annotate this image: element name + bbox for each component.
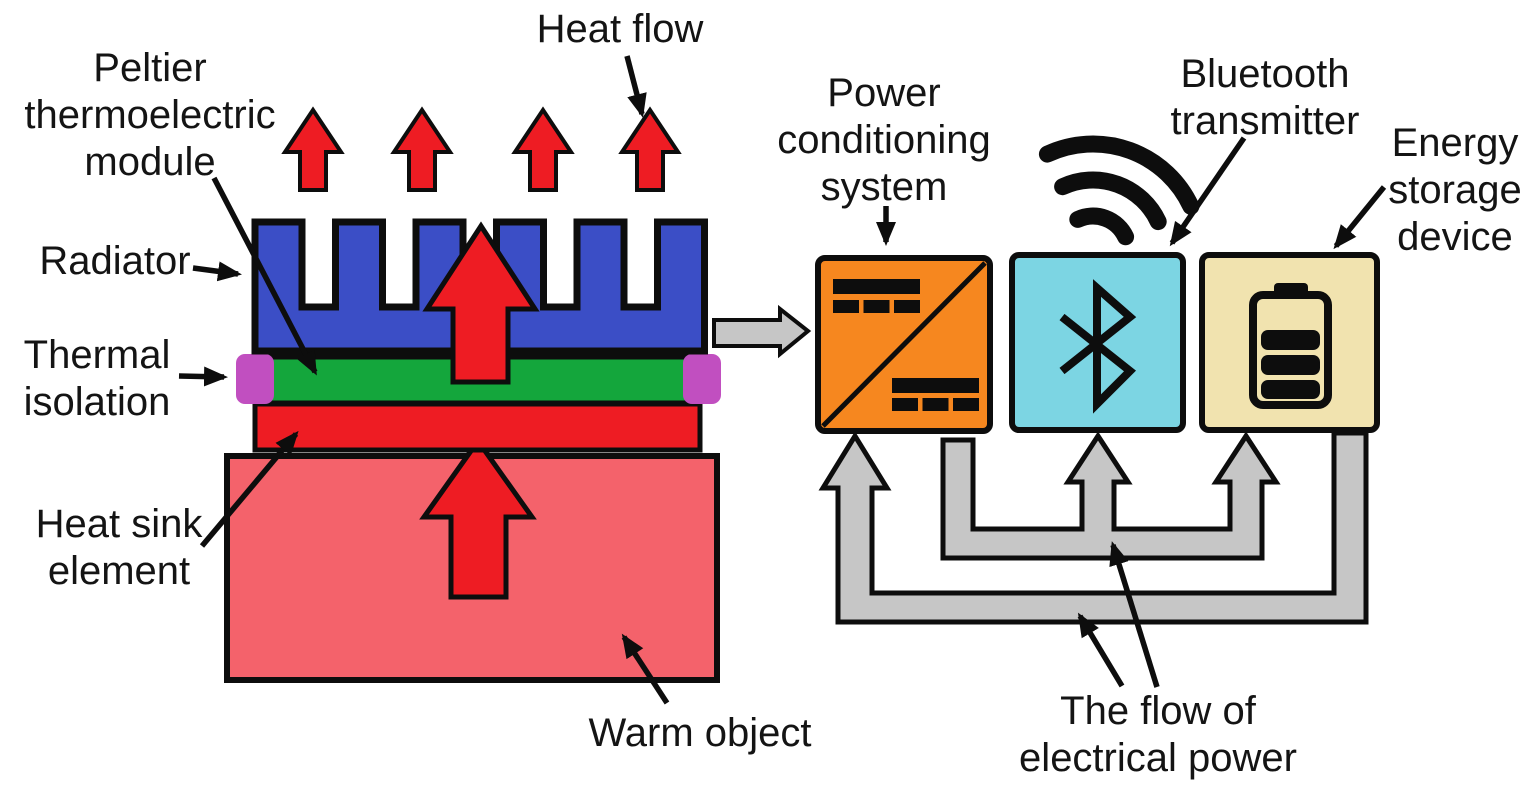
heat-sink-shape bbox=[252, 401, 703, 453]
radiator-label: Radiator bbox=[39, 239, 191, 283]
power-flow-pointer-outer bbox=[1077, 612, 1125, 688]
heat-sink-label: Heat sink element bbox=[35, 502, 203, 593]
power-out-arrow-icon bbox=[712, 304, 812, 359]
energy-storage-label: Energy storage device bbox=[1388, 121, 1522, 259]
peltier-module-label: Peltier thermoelectric module bbox=[24, 46, 276, 184]
warm-object-pointer bbox=[621, 633, 670, 705]
battery-icon bbox=[1249, 283, 1332, 409]
heat-arrow-icon bbox=[422, 221, 540, 385]
power-conditioning-label: Power conditioning system bbox=[777, 71, 991, 209]
power-flow-label: The flow of electrical power bbox=[1019, 689, 1297, 780]
wifi-signal-icon bbox=[1038, 135, 1200, 246]
bluetooth-transmitter-label: Bluetooth transmitter bbox=[1170, 52, 1360, 143]
thermal-isolation-pointer bbox=[178, 366, 228, 387]
bluetooth-box bbox=[1009, 252, 1186, 433]
heat-flow-label: Heat flow bbox=[536, 7, 704, 51]
bluetooth-pointer bbox=[1169, 136, 1247, 247]
energy-storage-box bbox=[1199, 252, 1380, 433]
radiator-pointer bbox=[192, 261, 242, 282]
power-flow-inner-path bbox=[940, 431, 1281, 561]
heat-arrow-icon bbox=[419, 436, 537, 600]
energy-storage-pointer bbox=[1333, 185, 1387, 250]
peltier-pointer bbox=[211, 176, 318, 376]
dc-converter-icon bbox=[821, 261, 987, 428]
heat-sink-pointer bbox=[199, 430, 299, 548]
thermal-isolation-label: Thermal isolation bbox=[23, 333, 171, 424]
thermal-isolation-shape bbox=[236, 354, 721, 404]
heat-flow-arrows-icon bbox=[283, 108, 680, 192]
warm-object-label: Warm object bbox=[588, 711, 812, 755]
bluetooth-icon bbox=[1059, 279, 1137, 414]
power-flow-pointer-inner bbox=[1109, 541, 1160, 688]
power-conditioning-box bbox=[815, 255, 993, 434]
callout-arrows bbox=[178, 55, 1387, 705]
heat-flow-pointer bbox=[624, 55, 647, 118]
